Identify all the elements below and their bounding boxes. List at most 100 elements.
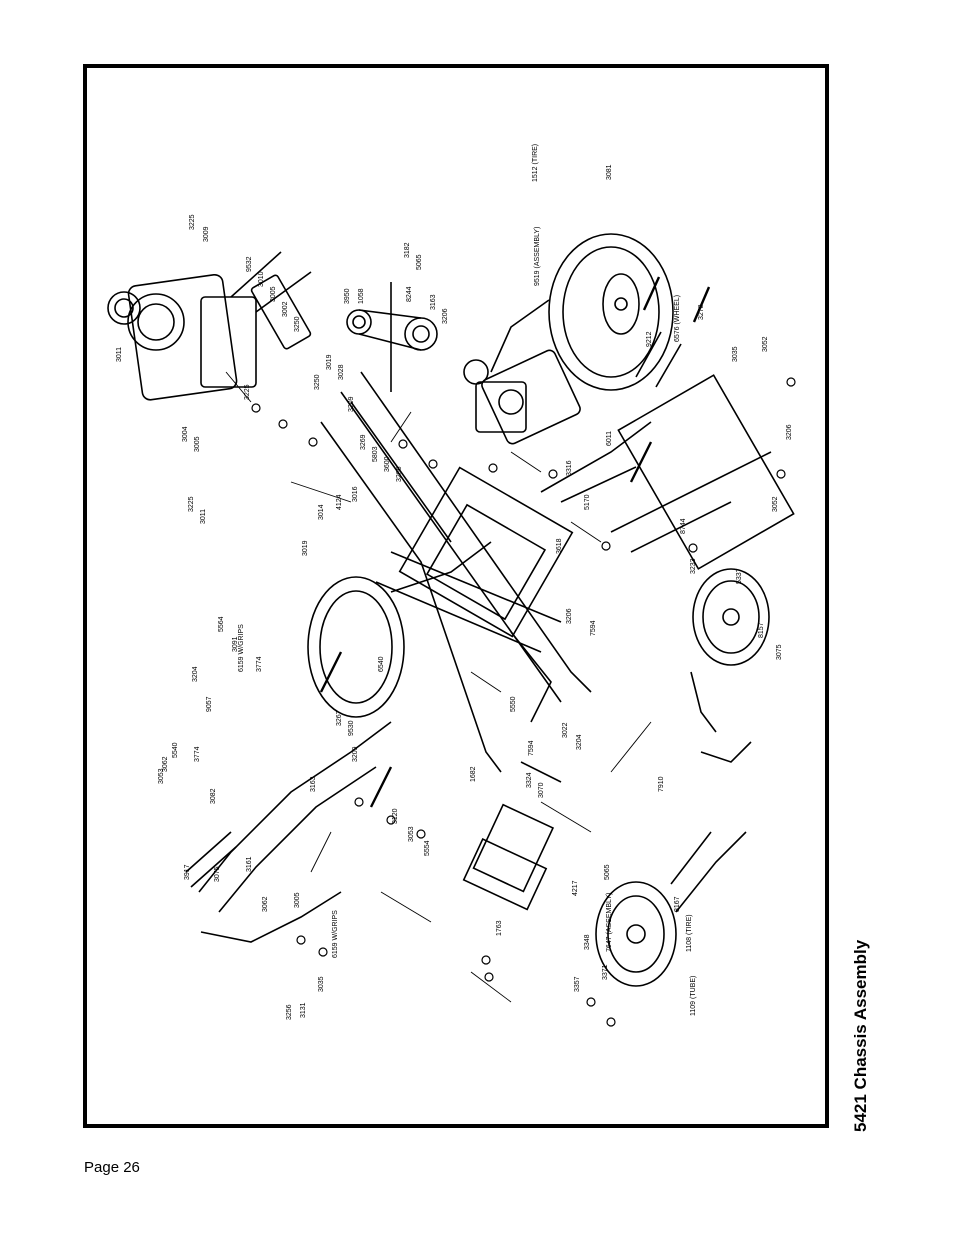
svg-text:6540: 6540 bbox=[378, 656, 385, 672]
transaxle-drawing bbox=[475, 349, 581, 445]
engine-drawing bbox=[107, 251, 312, 401]
svg-text:5337: 5337 bbox=[736, 568, 743, 584]
svg-text:5540: 5540 bbox=[172, 742, 179, 758]
svg-text:3316: 3316 bbox=[566, 460, 573, 476]
steering-linkage bbox=[540, 331, 795, 570]
svg-text:3070: 3070 bbox=[538, 782, 545, 798]
svg-text:6011: 6011 bbox=[606, 431, 613, 446]
svg-text:3004: 3004 bbox=[182, 426, 189, 442]
svg-text:3016: 3016 bbox=[352, 486, 359, 502]
svg-text:3035: 3035 bbox=[318, 976, 325, 992]
rear-tire-drawing bbox=[490, 233, 674, 391]
svg-text:7594: 7594 bbox=[528, 740, 535, 756]
svg-text:5065: 5065 bbox=[416, 254, 423, 270]
svg-text:3062: 3062 bbox=[162, 756, 169, 772]
svg-text:3209: 3209 bbox=[352, 746, 359, 762]
left-tire-drawing bbox=[307, 541, 492, 718]
svg-text:3035: 3035 bbox=[732, 346, 739, 362]
svg-text:3225: 3225 bbox=[244, 384, 251, 400]
svg-text:8167: 8167 bbox=[674, 896, 681, 912]
pulley-assembly bbox=[346, 282, 489, 392]
svg-text:3005: 3005 bbox=[294, 892, 301, 908]
svg-text:9057: 9057 bbox=[206, 696, 213, 712]
svg-text:6576 (WHEEL): 6576 (WHEEL) bbox=[674, 295, 681, 342]
svg-text:3204: 3204 bbox=[576, 734, 583, 750]
svg-text:3052: 3052 bbox=[772, 496, 779, 512]
svg-text:3371: 3371 bbox=[602, 964, 609, 980]
svg-text:3163: 3163 bbox=[430, 294, 437, 310]
svg-text:8157: 8157 bbox=[758, 622, 765, 638]
svg-text:1058: 1058 bbox=[358, 288, 365, 304]
svg-text:3233: 3233 bbox=[690, 558, 697, 574]
svg-text:3348: 3348 bbox=[584, 934, 591, 950]
svg-text:5170: 5170 bbox=[584, 494, 591, 510]
springs bbox=[319, 276, 711, 808]
svg-text:3774: 3774 bbox=[256, 656, 263, 672]
svg-text:3082: 3082 bbox=[210, 788, 217, 804]
svg-text:7594: 7594 bbox=[590, 620, 597, 636]
chassis-frame bbox=[320, 371, 592, 773]
svg-text:3225: 3225 bbox=[188, 496, 195, 512]
svg-text:3163: 3163 bbox=[310, 776, 317, 792]
svg-text:3053: 3053 bbox=[408, 826, 415, 842]
svg-text:3204: 3204 bbox=[192, 666, 199, 682]
svg-text:3002: 3002 bbox=[282, 301, 289, 317]
svg-text:3062: 3062 bbox=[262, 896, 269, 912]
svg-text:3206: 3206 bbox=[566, 608, 573, 624]
svg-text:5803: 5803 bbox=[372, 446, 379, 462]
page-number: Page 26 bbox=[84, 1159, 140, 1176]
svg-text:3618: 3618 bbox=[556, 538, 563, 554]
front-left-wheel bbox=[595, 831, 747, 987]
svg-text:3161: 3161 bbox=[246, 856, 253, 872]
svg-text:8244: 8244 bbox=[406, 286, 413, 302]
svg-text:9532: 9532 bbox=[246, 256, 253, 272]
svg-text:3256: 3256 bbox=[286, 1004, 293, 1020]
svg-text:3091: 3091 bbox=[232, 636, 239, 652]
svg-text:3206: 3206 bbox=[442, 308, 449, 324]
svg-text:3225: 3225 bbox=[189, 214, 196, 230]
svg-text:1109 (TUBE): 1109 (TUBE) bbox=[690, 976, 697, 1016]
svg-text:9519 (ASSEMBLY): 9519 (ASSEMBLY) bbox=[534, 227, 541, 286]
svg-text:3600: 3600 bbox=[384, 456, 391, 472]
svg-text:3950: 3950 bbox=[344, 288, 351, 304]
svg-text:3278: 3278 bbox=[698, 304, 705, 320]
svg-text:3267: 3267 bbox=[336, 710, 343, 726]
svg-text:3009: 3009 bbox=[203, 226, 210, 242]
svg-text:3357: 3357 bbox=[574, 976, 581, 992]
svg-text:3269: 3269 bbox=[360, 434, 367, 450]
svg-text:3324: 3324 bbox=[526, 772, 533, 788]
front-right-wheel bbox=[690, 568, 770, 763]
svg-text:3052: 3052 bbox=[762, 336, 769, 352]
svg-text:3010: 3010 bbox=[258, 271, 265, 287]
svg-text:1682: 1682 bbox=[470, 766, 477, 782]
svg-text:3005: 3005 bbox=[270, 286, 277, 302]
exploded-parts-diagram: 3225 3009 3011 3225 9532 3010 3005 3002 … bbox=[107, 144, 796, 1027]
seat-bracket bbox=[462, 761, 562, 911]
svg-text:3250: 3250 bbox=[294, 316, 301, 332]
svg-text:3131: 3131 bbox=[300, 1002, 307, 1018]
svg-text:1512 (TIRE): 1512 (TIRE) bbox=[532, 144, 539, 182]
svg-text:5554: 5554 bbox=[424, 840, 431, 856]
part-callouts: 3225 3009 3011 3225 9532 3010 3005 3002 … bbox=[116, 144, 793, 1020]
svg-text:7910: 7910 bbox=[658, 776, 665, 792]
svg-text:3014: 3014 bbox=[318, 504, 325, 520]
svg-text:6159 W/GRIPS: 6159 W/GRIPS bbox=[238, 624, 245, 672]
svg-text:9212: 9212 bbox=[646, 331, 653, 347]
svg-text:5065: 5065 bbox=[604, 864, 611, 880]
svg-text:3011: 3011 bbox=[200, 509, 207, 524]
svg-text:6159 W/GRIPS: 6159 W/GRIPS bbox=[332, 910, 339, 958]
handlebar-assembly bbox=[185, 721, 392, 943]
svg-text:3209: 3209 bbox=[348, 396, 355, 412]
svg-text:3053: 3053 bbox=[158, 768, 165, 784]
svg-text:3206: 3206 bbox=[396, 466, 403, 482]
fasteners bbox=[251, 377, 796, 1027]
diagram-frame: 3225 3009 3011 3225 9532 3010 3005 3002 … bbox=[83, 64, 829, 1128]
svg-text:3075: 3075 bbox=[776, 644, 783, 660]
svg-text:5550: 5550 bbox=[510, 696, 517, 712]
svg-text:8744: 8744 bbox=[680, 518, 687, 534]
svg-text:4217: 4217 bbox=[572, 880, 579, 896]
svg-text:4124: 4124 bbox=[336, 494, 343, 510]
section-title: 5421 Chassis Assembly bbox=[851, 939, 870, 1132]
svg-text:3022: 3022 bbox=[562, 722, 569, 738]
svg-text:3019: 3019 bbox=[302, 540, 309, 556]
